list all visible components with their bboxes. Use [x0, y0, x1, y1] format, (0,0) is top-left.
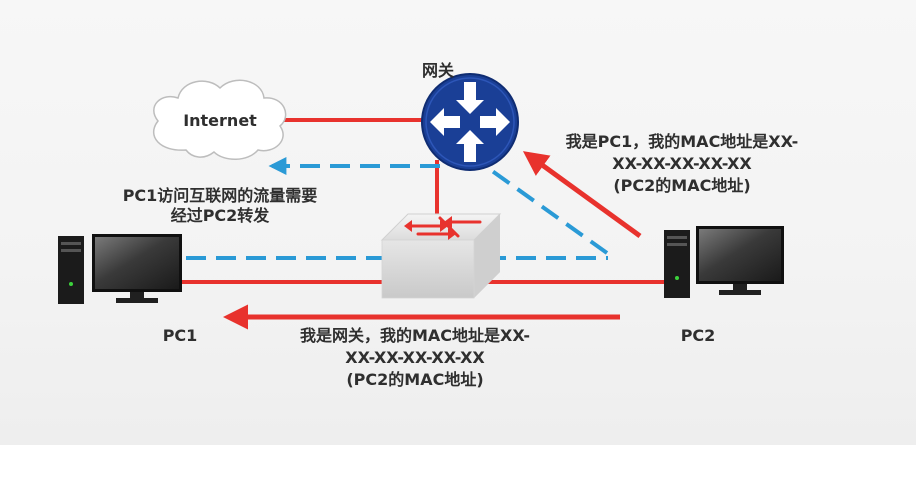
pc1-note-line-1: PC1访问互联网的流量需要 — [122, 186, 318, 205]
top-message-line-2: XX-XX-XX-XX-XX — [612, 154, 752, 173]
bottom-message-line-2: XX-XX-XX-XX-XX — [345, 348, 485, 367]
pc1-note-line-2: 经过PC2转发 — [170, 206, 270, 225]
internet-label: Internet — [183, 111, 257, 130]
cloud-icon — [152, 79, 287, 160]
arrow-pc2-to-gateway — [522, 151, 642, 239]
pc2-to-gateway-message: 我是PC1，我的MAC地址是XX- XX-XX-XX-XX-XX (PC2的MA… — [532, 131, 832, 197]
desktop-computer-icon — [58, 234, 182, 304]
pc2-to-pc1-message: 我是网关，我的MAC地址是XX- XX-XX-XX-XX-XX (PC2的MAC… — [265, 325, 565, 391]
bottom-message-line-3: (PC2的MAC地址) — [346, 370, 484, 389]
gateway-label: 网关 — [421, 61, 454, 80]
pc2-label: PC2 — [680, 326, 716, 345]
top-message-line-1: 我是PC1，我的MAC地址是XX- — [565, 132, 799, 151]
pc1-traffic-note: PC1访问互联网的流量需要 经过PC2转发 — [70, 186, 370, 226]
pc1-computer — [58, 234, 182, 304]
switch-icon — [380, 213, 502, 299]
desktop-computer-icon — [664, 226, 784, 298]
bottom-message-line-1: 我是网关，我的MAC地址是XX- — [299, 326, 531, 345]
pc2-computer — [664, 226, 784, 298]
router-icon — [421, 73, 519, 171]
top-message-line-3: (PC2的MAC地址) — [613, 176, 751, 195]
dashed-pc2-to-gateway — [486, 166, 609, 255]
pc1-label: PC1 — [162, 326, 198, 345]
